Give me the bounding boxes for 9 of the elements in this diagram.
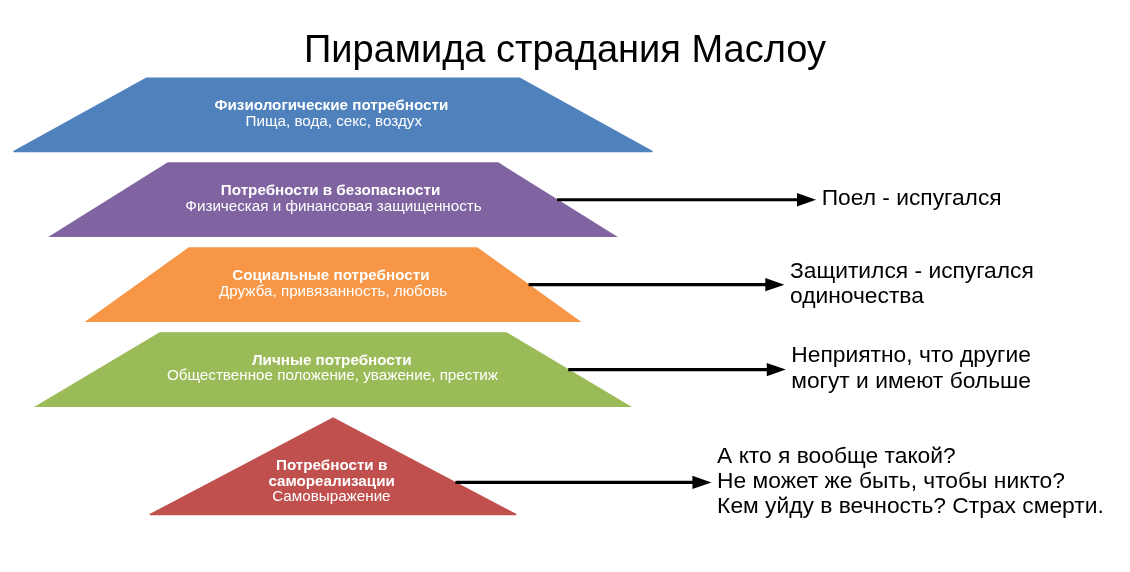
node-text: Защитился - испугался одиночества bbox=[789, 256, 1034, 308]
arrow bbox=[528, 277, 785, 291]
arrow bbox=[568, 362, 786, 376]
arrow bbox=[455, 475, 712, 489]
node-text: А кто я вообще такой? Не может же быть, чтобы никто? Кем уйду в вечность? Страх смерти. bbox=[717, 441, 1104, 518]
node-text: Неприятно, что другие могут и имеют больше bbox=[791, 340, 1032, 393]
arrow bbox=[557, 192, 817, 206]
node-text: Поел - испугался bbox=[821, 183, 1002, 210]
diagram-title: Пирамида страдания Маслоу bbox=[303, 27, 827, 70]
